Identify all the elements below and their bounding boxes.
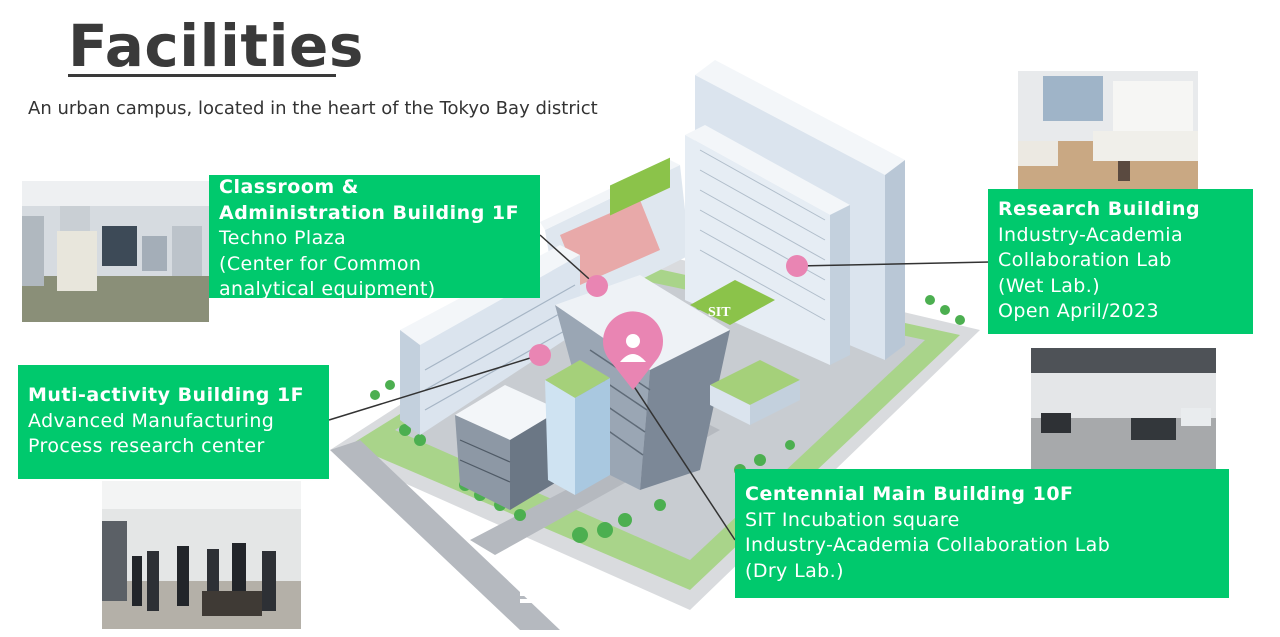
title-underline	[68, 74, 336, 77]
photo-manufacturing-center	[102, 481, 301, 629]
photo-wet-lab	[1018, 71, 1198, 190]
label-research-building: Research Building Industry-Academia Coll…	[988, 189, 1253, 334]
campus-illustration: SIT	[330, 60, 980, 630]
photo-incubation-square	[1031, 348, 1216, 471]
pink-dot-marker	[586, 275, 608, 297]
label-classroom-administration: Classroom & Administration Building 1F T…	[209, 175, 540, 298]
page-subtitle: An urban campus, located in the heart of…	[28, 98, 598, 119]
label-multi-activity-building: Muti-activity Building 1F Advanced Manuf…	[18, 365, 329, 479]
pink-dot-marker	[786, 255, 808, 277]
pink-dot-marker	[529, 344, 551, 366]
label-centennial-main-building: Centennial Main Building 10F SIT Incubat…	[735, 469, 1229, 598]
location-pin-with-person-icon	[603, 311, 663, 390]
sit-sign: SIT	[708, 305, 731, 320]
page-title: Facilities	[68, 12, 364, 80]
photo-analytical-equipment	[22, 181, 209, 322]
